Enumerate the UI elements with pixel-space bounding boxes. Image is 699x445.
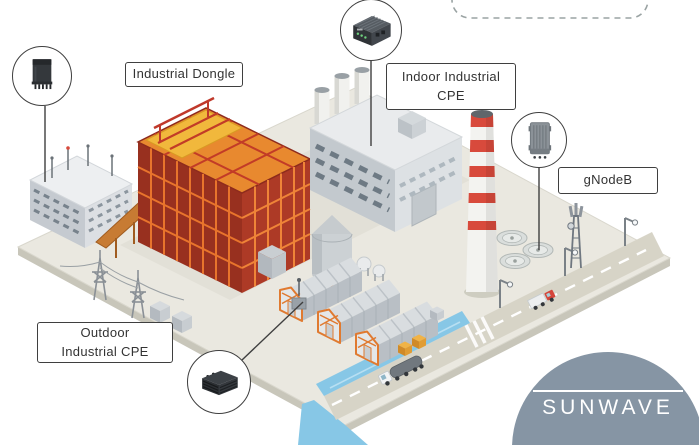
connector-outdoor-cpe [241,301,304,361]
label-text: Indoor Industrial [401,69,501,85]
factory-chimneys [314,67,370,124]
indoor-cpe-thumbnail [340,0,402,61]
industrial-dongle-device-icon [31,59,53,90]
industrial-dongle-label: Industrial Dongle [125,62,243,87]
gnodeb-thumbnail [511,112,567,168]
logo-text: SUNWAVE [542,396,674,419]
gnodeb-device-icon [528,122,552,159]
label-text: Industrial CPE [61,343,149,359]
tanker-truck [378,355,424,386]
outdoor-cpe-device-icon [202,370,238,396]
factory-building [308,94,464,232]
striped-chimney [464,110,500,298]
label-text: Outdoor [80,325,130,341]
outdoor-cpe-thumbnail [187,350,251,414]
rooftop-antennas [51,146,113,178]
dashed-outline [451,0,649,19]
crosswalk [464,316,495,348]
crane-platform [144,109,244,159]
water-pond [298,400,368,445]
label-text: CPE [437,87,465,103]
power-pylons [59,250,185,319]
industrial-dongle-thumbnail [12,46,72,106]
logo-divider [533,390,683,392]
steel-plant [136,96,312,293]
office-building [28,144,134,248]
cpe-cabinet [291,278,307,310]
indoor-cpe-label: Indoor Industrial CPE [386,63,516,110]
gnodeb-label: gNodeB [558,167,658,194]
outdoor-cpe-label: Outdoor Industrial CPE [37,322,173,363]
delivery-truck [527,289,556,310]
crates [398,306,444,356]
label-text: Industrial Dongle [132,66,236,82]
sunwave-logo: SUNWAVE [512,352,699,445]
indoor-cpe-device-icon [353,15,391,46]
substation-boxes [150,301,192,333]
road [324,232,664,420]
cooling-tanks [496,230,554,269]
street-lamps [499,217,639,308]
label-text: gNodeB [583,172,633,188]
telecom-tower [567,203,584,269]
